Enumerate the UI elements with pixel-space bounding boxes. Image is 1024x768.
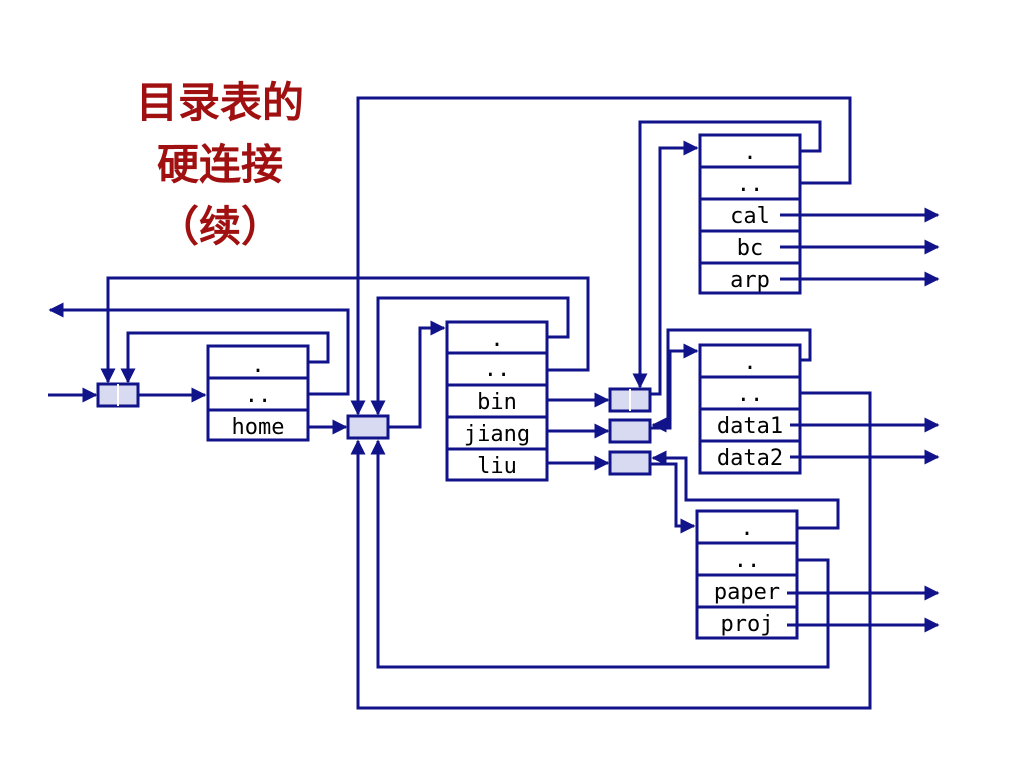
inode-liu: [608, 450, 652, 476]
edge-root-dotdot: [48, 302, 350, 396]
entry-bin-arp: arp: [730, 268, 770, 293]
edge-bininode-to-bindir: [650, 140, 699, 396]
entry-root-dotdot: ..: [245, 383, 272, 408]
entry-home-dot: .: [490, 327, 503, 352]
edge-jiang-dotdot: [350, 391, 872, 710]
entry-jiang-dot: .: [743, 350, 756, 375]
entry-root-home: home: [232, 415, 285, 440]
entry-home-bin: bin: [477, 390, 517, 415]
entry-jiang-data2: data2: [717, 446, 783, 471]
edge-root-dot: [120, 331, 330, 384]
inode-root: [96, 382, 140, 408]
title-line-1: 目录表的: [135, 78, 304, 127]
entry-bin-cal: cal: [730, 204, 770, 229]
inode-home: [346, 414, 390, 440]
dir-table-home: . .. bin jiang liu: [445, 320, 549, 482]
edge-jiang-dot: [651, 328, 812, 433]
entry-jiang-data1: data1: [717, 414, 783, 439]
entry-home-jiang: jiang: [464, 422, 530, 447]
inode-jiang: [608, 418, 652, 444]
entry-liu-dot: .: [740, 516, 753, 541]
edge-homeinode-to-homedir: [388, 320, 446, 429]
edge-liu-dot: [651, 450, 840, 530]
entry-liu-dotdot: ..: [734, 548, 761, 573]
entry-jiang-dotdot: ..: [737, 382, 764, 407]
dir-table-jiang: . .. data1 data2: [698, 343, 802, 475]
inode-bin: [608, 387, 652, 413]
entry-root-dot: .: [251, 353, 264, 378]
title-line-3: （续）: [156, 202, 283, 251]
entry-bin-dotdot: ..: [737, 172, 764, 197]
dir-table-root: . .. home: [206, 344, 310, 442]
entry-liu-paper: paper: [714, 580, 780, 605]
entry-bin-dot: .: [743, 140, 756, 165]
edge-bin-dotdot: [350, 96, 852, 416]
entry-home-dotdot: ..: [484, 357, 511, 382]
title-line-2: 硬连接: [156, 140, 283, 189]
edge-bin-dot: [632, 120, 822, 389]
entry-liu-proj: proj: [721, 612, 774, 637]
edge-home-dot: [370, 296, 570, 416]
edge-liu-dotdot: [370, 439, 830, 669]
dir-table-liu: . .. paper proj: [695, 509, 799, 640]
entry-home-liu: liu: [477, 454, 517, 479]
edge-jianginode-to-jiangdir: [650, 343, 699, 430]
edge-home-dotdot: [100, 276, 590, 384]
entry-bin-bc: bc: [737, 236, 764, 261]
slide-title: 目录表的 硬连接 （续）: [95, 72, 345, 258]
